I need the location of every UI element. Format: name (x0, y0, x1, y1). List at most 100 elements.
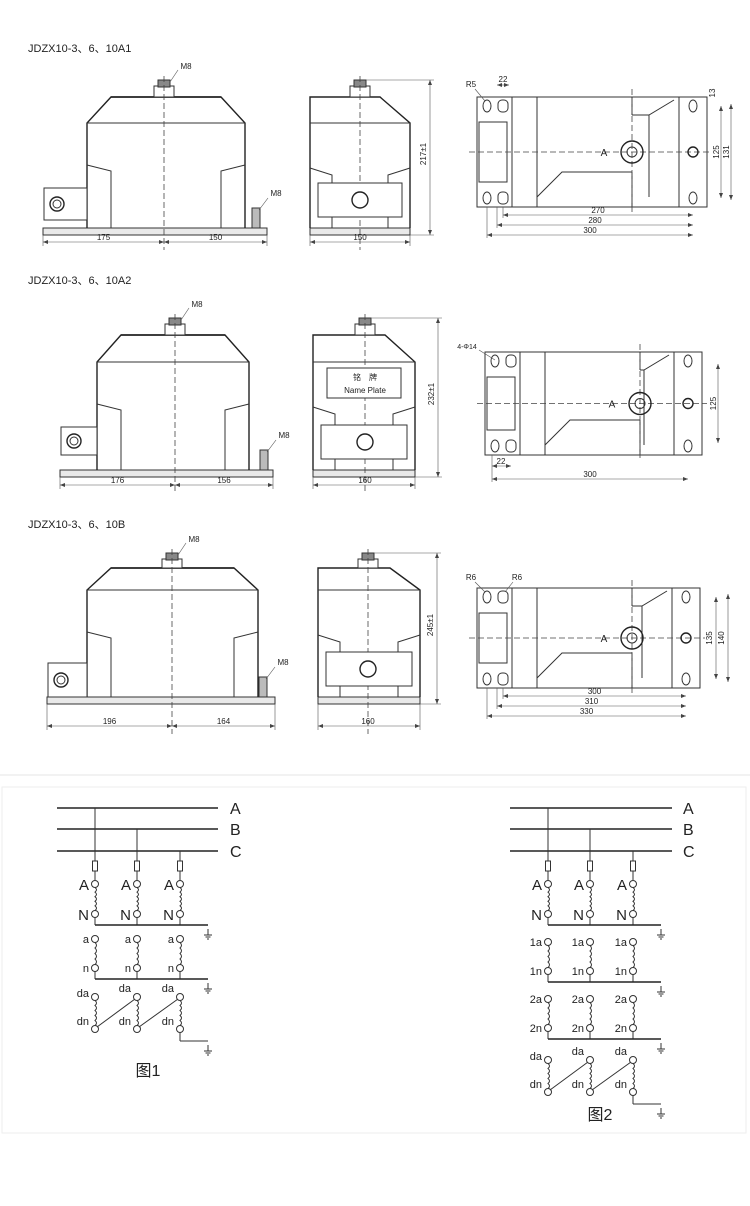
winding-coil-icon (547, 887, 550, 911)
terminal-icon (544, 938, 552, 946)
leader-line (474, 581, 486, 593)
terminal-icon (544, 967, 552, 975)
housing-outline (312, 334, 416, 470)
fuse-icon (630, 860, 636, 872)
view-arrow-label: A (601, 148, 608, 159)
slot-width-dim: 22 (499, 75, 508, 84)
terminal-label: n (125, 963, 131, 975)
terminal-label: N (573, 907, 584, 924)
terminal-label: a (83, 934, 90, 946)
leader-line (266, 439, 277, 453)
model-title: JDZX10-3、6、10A2 (28, 275, 131, 287)
slot-offset-dim: 22 (497, 457, 506, 466)
winding-coil-icon (179, 942, 182, 965)
terminal-label: da (119, 983, 132, 995)
terminal-icon (629, 1088, 637, 1096)
terminal-icon (544, 910, 552, 918)
front-dim-left: 196 (103, 717, 117, 726)
winding-coil-icon (547, 945, 550, 968)
mounting-hole-icon (490, 439, 500, 453)
terminal-label: a (125, 934, 132, 946)
overall-width-dim: 140 (717, 631, 726, 645)
terminal-label: 1n (615, 966, 627, 978)
primary-terminal-icon (626, 146, 638, 158)
hole-spacing-dim: 125 (712, 145, 721, 159)
mounting-base (317, 696, 421, 705)
terminal-label: 1n (572, 966, 584, 978)
leader-line (504, 581, 514, 593)
terminal-label: 1a (572, 937, 585, 949)
terminal-label: A (574, 877, 584, 894)
terminal-label: A (532, 877, 542, 894)
terminal-icon (629, 880, 637, 888)
top-bolt-label: M8 (180, 62, 192, 71)
housing-rib (86, 631, 259, 697)
bus-label: C (230, 844, 242, 861)
top-dim-300: 300 (588, 687, 602, 696)
slot-hole-icon (497, 99, 509, 113)
terminal-icon (629, 1056, 637, 1064)
terminal-icon (133, 910, 141, 918)
slot-hole-icon (497, 590, 509, 604)
delta-link (591, 1061, 632, 1091)
side-height-dim: 245±1 (426, 613, 435, 636)
terminal-label: dn (572, 1079, 584, 1091)
winding-coil-icon (589, 945, 592, 968)
mounting-hole-icon (688, 99, 698, 113)
leader-line (258, 197, 269, 211)
terminal-icon (586, 1056, 594, 1064)
ground-bolt-icon (259, 449, 269, 471)
top-dim-270: 270 (591, 206, 605, 215)
terminal-icon (133, 993, 141, 1001)
winding-coil-icon (136, 942, 139, 965)
hole-spacing-dim: 135 (705, 631, 714, 645)
terminal-label: a (168, 934, 175, 946)
terminal-label: 1a (615, 937, 628, 949)
terminal-label: 2n (572, 1023, 584, 1035)
terminal-label: dn (119, 1016, 131, 1028)
terminal-icon (586, 880, 594, 888)
terminal-icon (176, 935, 184, 943)
terminal-label: A (79, 877, 89, 894)
terminal-icon (176, 880, 184, 888)
terminal-label: A (617, 877, 627, 894)
terminal-icon (544, 880, 552, 888)
terminal-label: da (162, 983, 175, 995)
bus-label: C (683, 844, 695, 861)
ground-bolt-label: M8 (277, 658, 289, 667)
delta-link (96, 998, 136, 1028)
base-plate-outline (484, 351, 703, 456)
leader-line (478, 349, 496, 361)
fuse-icon (92, 860, 98, 872)
ground-icon (657, 986, 665, 997)
mounting-hole-icon (482, 672, 492, 686)
top-dim-280: 280 (588, 216, 602, 225)
secondary-terminal-box (43, 187, 88, 221)
housing-outline (317, 567, 421, 697)
overall-width-dim: 131 (722, 145, 731, 159)
terminal-label: N (120, 907, 131, 924)
primary-terminal-icon (628, 391, 652, 416)
mounting-base (42, 227, 268, 236)
terminal-icon (133, 880, 141, 888)
terminal-icon (91, 935, 99, 943)
terminal-icon (586, 1024, 594, 1032)
winding-coil-icon (136, 1000, 139, 1026)
terminal-icon (586, 995, 594, 1003)
side-height-dim: 217±1 (419, 142, 428, 165)
cable-gland-icon (359, 660, 377, 678)
winding-coil-icon (632, 1063, 635, 1089)
winding-coil-icon (94, 942, 97, 965)
housing-outline (86, 567, 259, 697)
winding-coil-icon (589, 1063, 592, 1089)
ground-bolt-icon (258, 676, 268, 698)
mounting-hole-icon (688, 191, 698, 205)
ground-icon (204, 929, 212, 940)
housing-rib (86, 164, 246, 228)
winding-coil-icon (589, 1002, 592, 1025)
view-arrow-label: A (609, 400, 616, 411)
mounting-hole-icon (482, 191, 492, 205)
